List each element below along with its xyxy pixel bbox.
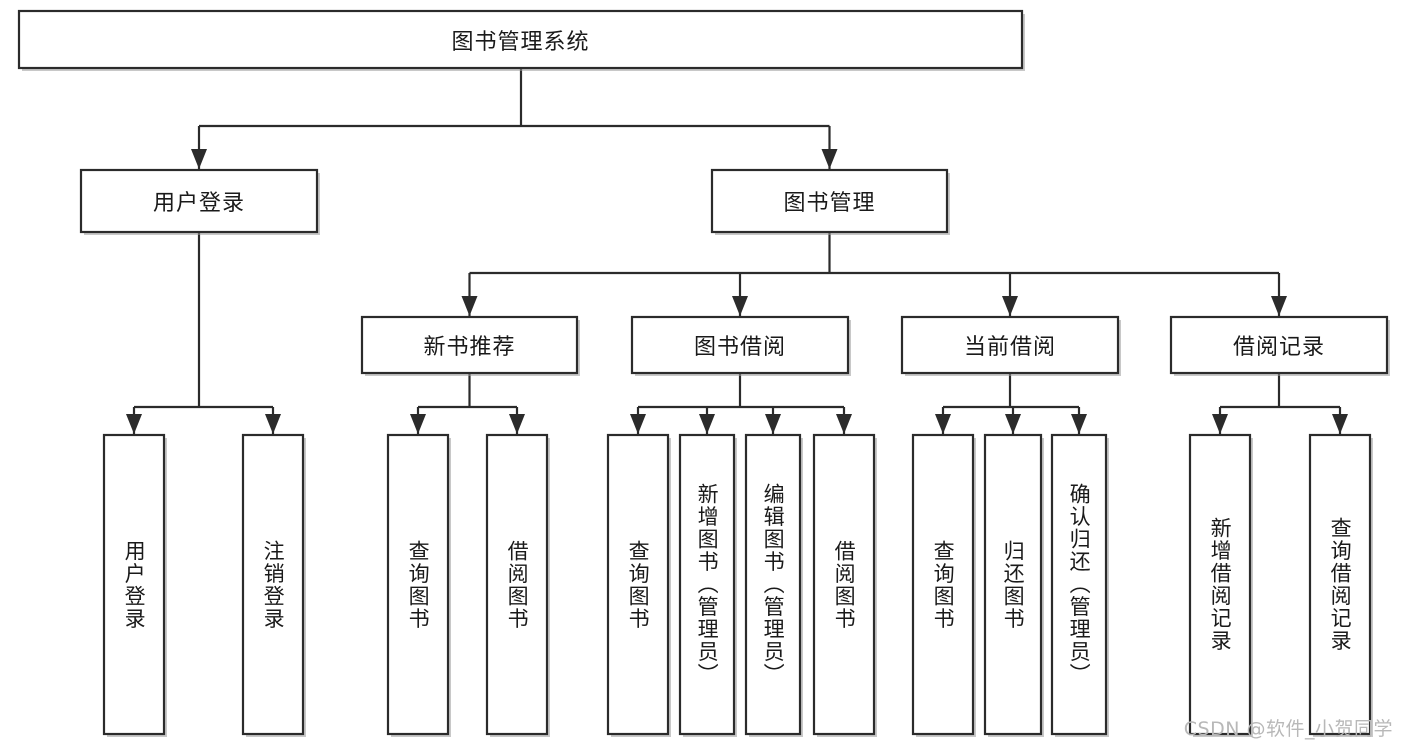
node-box-level3-1[interactable] [630, 315, 851, 376]
node-box-level2-0[interactable] [79, 168, 320, 235]
node-box-leaf-7[interactable] [812, 433, 877, 737]
watermark-text: CSDN @软件_小贺同学 [1183, 718, 1393, 740]
node-box-level3-0[interactable] [360, 315, 580, 376]
node-box-leaf-1[interactable] [241, 433, 306, 737]
node-box-leaf-12[interactable] [1308, 433, 1373, 737]
connector-arrowhead [265, 414, 281, 434]
node-box-leaf-0[interactable] [102, 433, 167, 737]
node-box-leaf-11[interactable] [1188, 433, 1253, 737]
node-box-leaf-6[interactable] [744, 433, 803, 737]
node-box-leaf-4[interactable] [606, 433, 671, 737]
connector-arrowhead [461, 296, 478, 316]
connector-arrowhead [410, 414, 426, 434]
connector-arrowhead [1002, 296, 1018, 316]
connector-arrowhead [1332, 414, 1348, 434]
connector-arrowhead [1071, 414, 1087, 434]
connector-arrowhead [126, 414, 142, 434]
connector-arrowhead [1271, 296, 1287, 316]
node-box-leaf-8[interactable] [911, 433, 976, 737]
connector-arrowhead [699, 414, 715, 434]
node-box-leaf-10[interactable] [1050, 433, 1109, 737]
node-box-leaf-2[interactable] [386, 433, 451, 737]
connector-arrowhead [1005, 414, 1021, 434]
connector-arrowhead [630, 414, 646, 434]
node-box-leaf-5[interactable] [678, 433, 737, 737]
connector-arrowhead [935, 414, 951, 434]
node-box-leaf-9[interactable] [983, 433, 1044, 737]
connector-arrowhead [765, 414, 781, 434]
node-box-level2-1[interactable] [710, 168, 950, 235]
node-box-leaf-3[interactable] [485, 433, 550, 737]
node-box-level3-3[interactable] [1169, 315, 1390, 376]
connector-arrowhead [1212, 414, 1228, 434]
node-box-root[interactable] [17, 9, 1025, 71]
connector-arrowhead [191, 149, 207, 169]
connector-arrowhead [821, 149, 838, 169]
connector-arrowhead [509, 414, 525, 434]
connector-arrowhead [836, 414, 852, 434]
connector-arrowhead [732, 296, 748, 316]
node-box-level3-2[interactable] [900, 315, 1121, 376]
